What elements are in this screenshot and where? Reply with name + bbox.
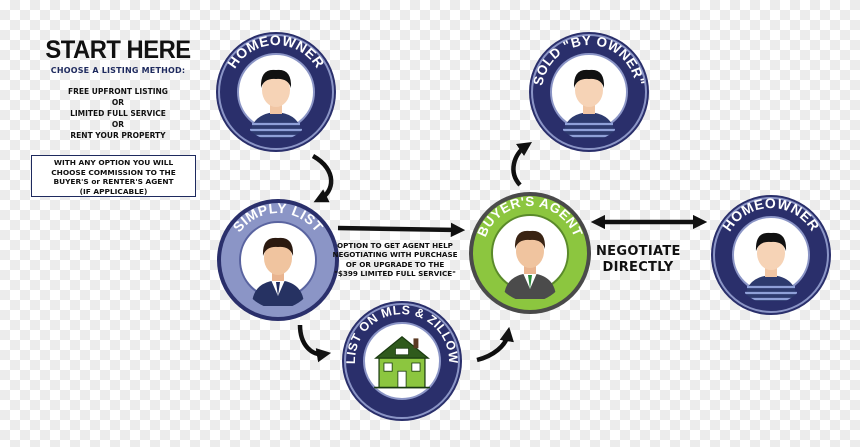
note-line-4: (IF APPLICABLE)	[79, 186, 148, 196]
negotiate-line-1: NEGOTIATE	[596, 244, 681, 259]
node-homeowner-right: HOMEOWNER	[711, 195, 831, 315]
option-limited-full: LIMITED FULL SERVICE	[70, 109, 166, 118]
option-text-line-4: "$399 LIMITED FULL SERVICE"	[334, 268, 456, 278]
option-text-line-2: NEGOTIATING WITH PURCHASE	[332, 250, 458, 260]
arrow-simply-list-to-buyers-agent	[337, 222, 466, 238]
node-sold-by-owner: SOLD "BY OWNER"	[529, 32, 649, 152]
note-line-1: WITH ANY OPTION YOU WILL	[53, 158, 174, 167]
option-or-1: OR	[111, 98, 125, 107]
node-buyers-agent: BUYER'S AGENT	[469, 192, 591, 314]
node-homeowner-top: HOMEOWNER	[216, 32, 336, 152]
arrow-mls-to-buyers-agent	[476, 326, 514, 363]
option-free-upfront: FREE UPFRONT LISTING	[68, 87, 168, 96]
node-simply-list: SIMPLY LIST	[217, 199, 339, 321]
arrow-homeowner-to-simply-list	[311, 154, 334, 203]
choose-method-subtitle: CHOOSE A LISTING METHOD:	[50, 66, 186, 75]
negotiate-directly-text: NEGOTIATE DIRECTLY	[596, 244, 680, 276]
option-rent: RENT YOUR PROPERTY	[70, 131, 166, 140]
note-line-2: CHOOSE COMMISSION TO THE	[51, 167, 176, 177]
option-or-2: OR	[111, 120, 125, 129]
note-line-3: BUYER'S or RENTER'S AGENT	[53, 177, 174, 187]
intro-panel: START HERE CHOOSE A LISTING METHOD: FREE…	[28, 36, 208, 141]
node-list-mls: LIST ON MLS & ZILLOW	[342, 301, 462, 421]
start-here-title: START HERE	[45, 36, 191, 64]
commission-note: WITH ANY OPTION YOU WILL CHOOSE COMMISSI…	[31, 155, 196, 197]
option-text-line-1: OPTION TO GET AGENT HELP	[337, 241, 453, 250]
flow-arrows	[297, 142, 708, 363]
negotiate-line-2: DIRECTLY	[602, 260, 674, 275]
listing-options: FREE UPFRONT LISTING OR LIMITED FULL SER…	[28, 86, 208, 141]
arrow-simply-list-to-mls	[297, 324, 332, 363]
option-text-line-3: OF OR UPGRADE TO THE	[345, 259, 445, 269]
option-agent-help-text: OPTION TO GET AGENT HELP NEGOTIATING WIT…	[330, 241, 460, 278]
arrow-buyers-agent-to-sold	[511, 142, 532, 187]
